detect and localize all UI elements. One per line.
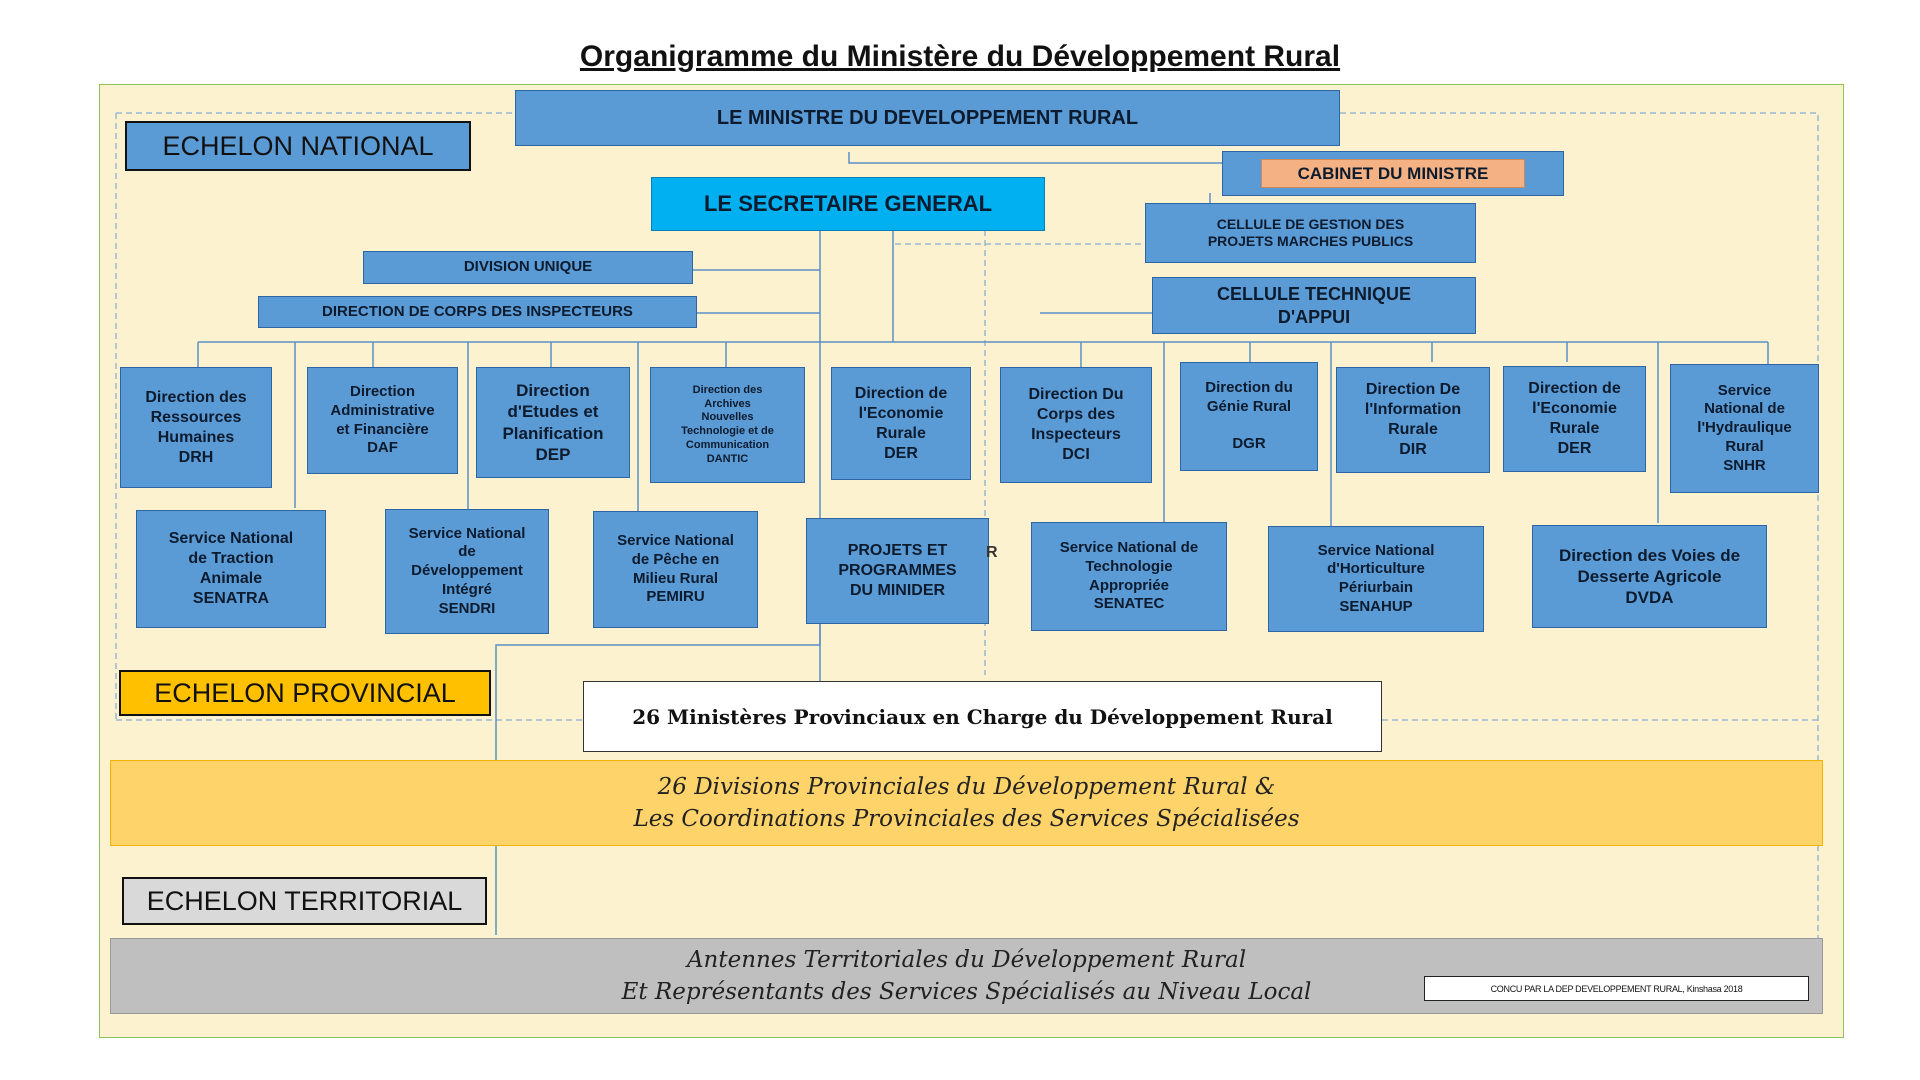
direction-daf: Direction Administrative et Financière D… — [307, 367, 458, 474]
service-senahup: Service National d'Horticulture Périurba… — [1268, 526, 1484, 632]
direction-der: Direction de l'Economie Rurale DER — [831, 367, 971, 480]
stray-letter: R — [986, 544, 998, 561]
direction-dci: Direction Du Corps des Inspecteurs DCI — [1000, 367, 1152, 483]
direction-dantic: Direction des Archives Nouvelles Technol… — [650, 367, 805, 483]
direction-dep: Direction d'Etudes et Planification DEP — [476, 367, 630, 478]
corps-inspecteurs-box: DIRECTION DE CORPS DES INSPECTEURS — [258, 296, 697, 328]
divisions-provinciales-band: 26 Divisions Provinciales du Développeme… — [110, 760, 1823, 846]
secretaire-general-box: LE SECRETAIRE GENERAL — [651, 177, 1045, 231]
echelon-provincial-label: ECHELON PROVINCIAL — [119, 670, 491, 716]
cellule-technique-box: CELLULE TECHNIQUE D'APPUI — [1152, 277, 1476, 334]
direction-dir: Direction De l'Information Rurale DIR — [1336, 367, 1490, 473]
direction-dvda: Direction des Voies de Desserte Agricole… — [1532, 525, 1767, 628]
direction-der-2: Direction de l'Economie Rurale DER — [1503, 366, 1646, 472]
page-title: Organigramme du Ministère du Développeme… — [579, 40, 1341, 73]
echelon-national-label: ECHELON NATIONAL — [125, 121, 471, 171]
credit-box: CONCU PAR LA DEP DEVELOPPEMENT RURAL, Ki… — [1424, 976, 1809, 1001]
cabinet-label: CABINET DU MINISTRE — [1260, 158, 1526, 189]
cabinet-box: CABINET DU MINISTRE — [1222, 151, 1564, 196]
direction-drh: Direction des Ressources Humaines DRH — [120, 367, 272, 488]
service-sendri: Service National de Développement Intégr… — [385, 509, 549, 634]
service-senatra: Service National de Traction Animale SEN… — [136, 510, 326, 628]
ministeres-provinciaux-box: 26 Ministères Provinciaux en Charge du D… — [583, 681, 1382, 752]
cellule-marches-box: CELLULE DE GESTION DES PROJETS MARCHES P… — [1145, 203, 1476, 263]
projets-programmes-box: PROJETS ET PROGRAMMES DU MINIDER — [806, 518, 989, 624]
service-snhr: Service National de l'Hydraulique Rural … — [1670, 364, 1819, 493]
service-senatec: Service National de Technologie Appropri… — [1031, 522, 1227, 631]
division-unique-box: DIVISION UNIQUE — [363, 251, 693, 284]
service-pemiru: Service National de Pêche en Milieu Rura… — [593, 511, 758, 628]
direction-dgr: Direction du Génie Rural DGR — [1180, 362, 1318, 471]
ministre-box: LE MINISTRE DU DEVELOPPEMENT RURAL — [515, 90, 1340, 146]
echelon-territorial-label: ECHELON TERRITORIAL — [122, 877, 487, 925]
